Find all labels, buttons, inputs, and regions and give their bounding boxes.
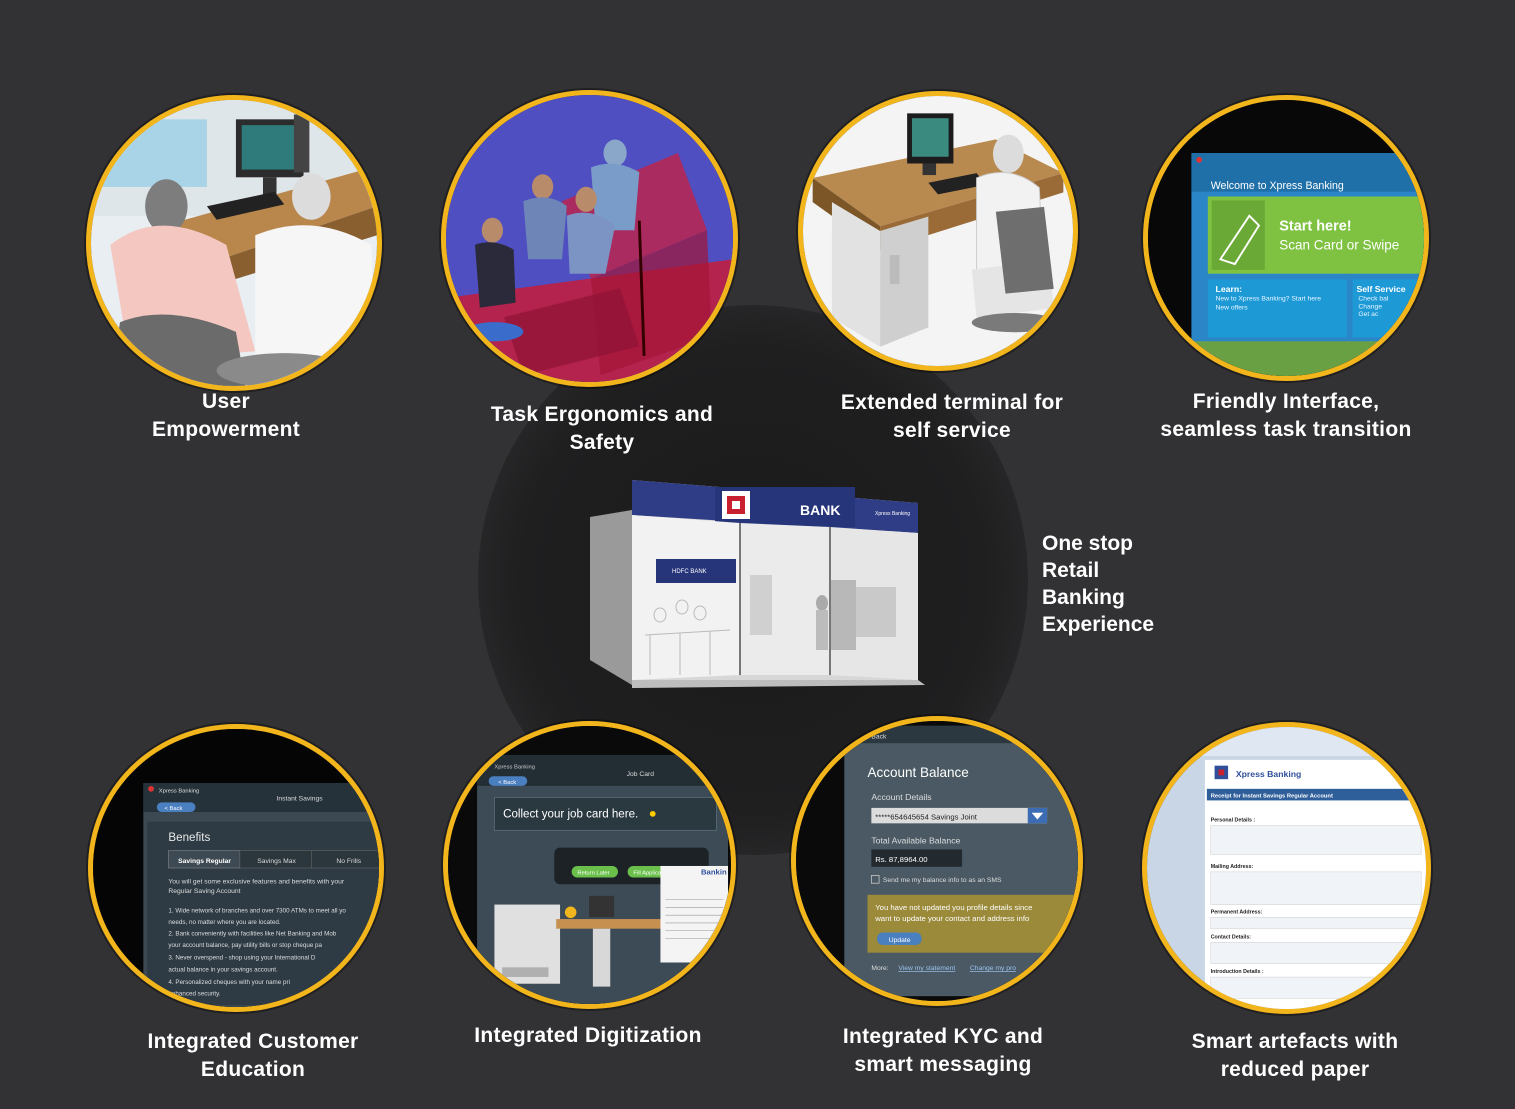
total-balance-label: Total Available Balance bbox=[871, 836, 960, 846]
update-button[interactable]: Update bbox=[889, 937, 911, 944]
benefit-line: needs, no matter where you are located. bbox=[168, 919, 280, 926]
learn-item-offers[interactable]: New offers bbox=[1216, 304, 1249, 311]
kyc-back-button[interactable]: Back bbox=[871, 733, 887, 740]
benefits-heading: Benefits bbox=[168, 832, 210, 844]
mailing-address-label: Mailing Address: bbox=[1211, 864, 1254, 870]
extended-terminal-caption: Extended terminal for self service bbox=[840, 391, 1064, 442]
self-service-label: Self Service bbox=[1356, 284, 1405, 294]
smart-artefacts-caption: Smart artefacts with reduced paper bbox=[1191, 1030, 1399, 1081]
education-screen-illustration: Xpress Banking Instant Savings < Back Be… bbox=[93, 729, 379, 1007]
education-app-name: Xpress Banking bbox=[159, 789, 200, 795]
learn-item-start[interactable]: New to Xpress Banking? Start here bbox=[1216, 296, 1322, 303]
personal-details-label: Personal Details : bbox=[1211, 818, 1256, 824]
one-stop-caption: One stop Retail Banking Experience bbox=[1042, 532, 1155, 636]
task-ergonomics-caption: Task Ergonomics and Safety bbox=[490, 403, 714, 454]
self-service-terminal-illustration bbox=[803, 96, 1073, 366]
task-ergonomics-image bbox=[441, 90, 738, 387]
benefit-line: 3. Never overspend - shop using your Int… bbox=[168, 955, 315, 962]
benefit-line: enhanced security. bbox=[168, 990, 220, 997]
customer-education-caption: Integrated Customer Education bbox=[147, 1030, 359, 1081]
receipt-document-illustration: Xpress Banking Receipt for Instant Savin… bbox=[1147, 727, 1426, 1009]
welcome-screen-illustration: Welcome to Xpress Banking Start here! Sc… bbox=[1148, 100, 1424, 376]
job-card-title: Job Card bbox=[627, 771, 655, 778]
education-intro: You will get some exclusive features and… bbox=[168, 878, 344, 885]
extended-terminal-image bbox=[798, 91, 1078, 371]
benefit-line: your account balance, pay utility bills … bbox=[168, 942, 322, 949]
education-back-button[interactable]: < Back bbox=[165, 806, 183, 812]
bankin-doc-label: Bankin bbox=[701, 868, 727, 877]
view-statement-link[interactable]: View my statement bbox=[898, 965, 955, 972]
tab-savings-max[interactable]: Savings Max bbox=[257, 858, 296, 865]
self-service-get[interactable]: Get ac bbox=[1358, 311, 1379, 318]
sms-checkbox-label[interactable]: Send me my balance info to as an SMS bbox=[883, 877, 1002, 884]
self-service-check-balance[interactable]: Check bal bbox=[1358, 296, 1389, 303]
kyc-messaging-caption: Integrated KYC and smart messaging bbox=[842, 1025, 1044, 1076]
account-balance-screen-illustration: Back Account Balance Account Details ***… bbox=[796, 721, 1078, 1001]
self-service-change[interactable]: Change bbox=[1358, 303, 1382, 310]
job-card-screen-illustration: Xpress Banking < Back Job Card Collect y… bbox=[448, 726, 731, 1004]
scan-card-text: Scan Card or Swipe bbox=[1279, 238, 1399, 253]
introduction-details-label: Introduction Details : bbox=[1211, 969, 1264, 975]
benefit-line: actual balance in your savings account. bbox=[168, 966, 278, 973]
receipt-brand: Xpress Banking bbox=[1236, 769, 1302, 779]
tab-savings-regular[interactable]: Savings Regular bbox=[178, 858, 231, 865]
receipt-heading: Receipt for Instant Savings Regular Acco… bbox=[1211, 794, 1333, 800]
account-select[interactable]: *****654645654 Savings Joint bbox=[875, 812, 978, 821]
ergonomics-wireframe-illustration bbox=[446, 95, 733, 382]
bank-kiosk-illustration: BANK Xpress Banking HDFC BANK bbox=[590, 475, 930, 690]
smart-artefacts-image: Xpress Banking Receipt for Instant Savin… bbox=[1142, 722, 1431, 1014]
learn-label: Learn: bbox=[1216, 284, 1243, 294]
digitization-app-name: Xpress Banking bbox=[494, 764, 535, 770]
digitization-image: Xpress Banking < Back Job Card Collect y… bbox=[443, 721, 736, 1009]
profile-warning-line: want to update your contact and address … bbox=[874, 914, 1029, 923]
account-details-label: Account Details bbox=[871, 792, 932, 802]
welcome-title: Welcome to Xpress Banking bbox=[1211, 180, 1344, 192]
collect-job-card-prompt: Collect your job card here. bbox=[503, 809, 638, 821]
user-empowerment-caption: User Empowerment bbox=[152, 390, 300, 441]
contact-details-label: Contact Details: bbox=[1211, 934, 1252, 940]
tab-no-frills[interactable]: No Frills bbox=[336, 858, 361, 865]
benefit-line: 1. Wide network of branches and over 730… bbox=[168, 907, 346, 914]
permanent-address-label: Permanent Address: bbox=[1211, 909, 1263, 915]
education-title: Instant Savings bbox=[277, 795, 324, 802]
kiosk-brand-text: Xpress Banking bbox=[875, 511, 910, 517]
account-balance-title: Account Balance bbox=[867, 765, 968, 780]
return-later-button[interactable]: Return Later bbox=[577, 871, 609, 877]
digitization-caption: Integrated Digitization bbox=[474, 1024, 702, 1047]
start-here-text: Start here! bbox=[1279, 218, 1351, 234]
benefit-line: 4. Personalized cheques with your name p… bbox=[168, 979, 290, 986]
benefit-line: 2. Bank conveniently with facilities lik… bbox=[168, 931, 336, 938]
total-balance-value: Rs. 87,8964.00 bbox=[875, 855, 927, 864]
user-empowerment-image bbox=[86, 95, 382, 391]
fill-application-button[interactable]: Fill Application Now bbox=[633, 871, 684, 877]
bank-sign-text: BANK bbox=[800, 502, 840, 518]
education-intro-2: Regular Saving Account bbox=[168, 888, 240, 895]
profile-warning-line: You have not updated you profile details… bbox=[875, 903, 1032, 912]
customer-education-image: Xpress Banking Instant Savings < Back Be… bbox=[88, 724, 384, 1012]
more-label: More: bbox=[871, 965, 888, 972]
kyc-messaging-image: Back Account Balance Account Details ***… bbox=[791, 716, 1083, 1006]
friendly-interface-caption: Friendly Interface, seamless task transi… bbox=[1160, 390, 1412, 441]
office-scene-illustration bbox=[91, 100, 377, 386]
friendly-interface-image: Welcome to Xpress Banking Start here! Sc… bbox=[1143, 95, 1429, 381]
change-profile-link[interactable]: Change my pro bbox=[970, 965, 1016, 972]
digitization-back-button[interactable]: < Back bbox=[498, 780, 516, 786]
interior-sign-text: HDFC BANK bbox=[672, 569, 707, 575]
